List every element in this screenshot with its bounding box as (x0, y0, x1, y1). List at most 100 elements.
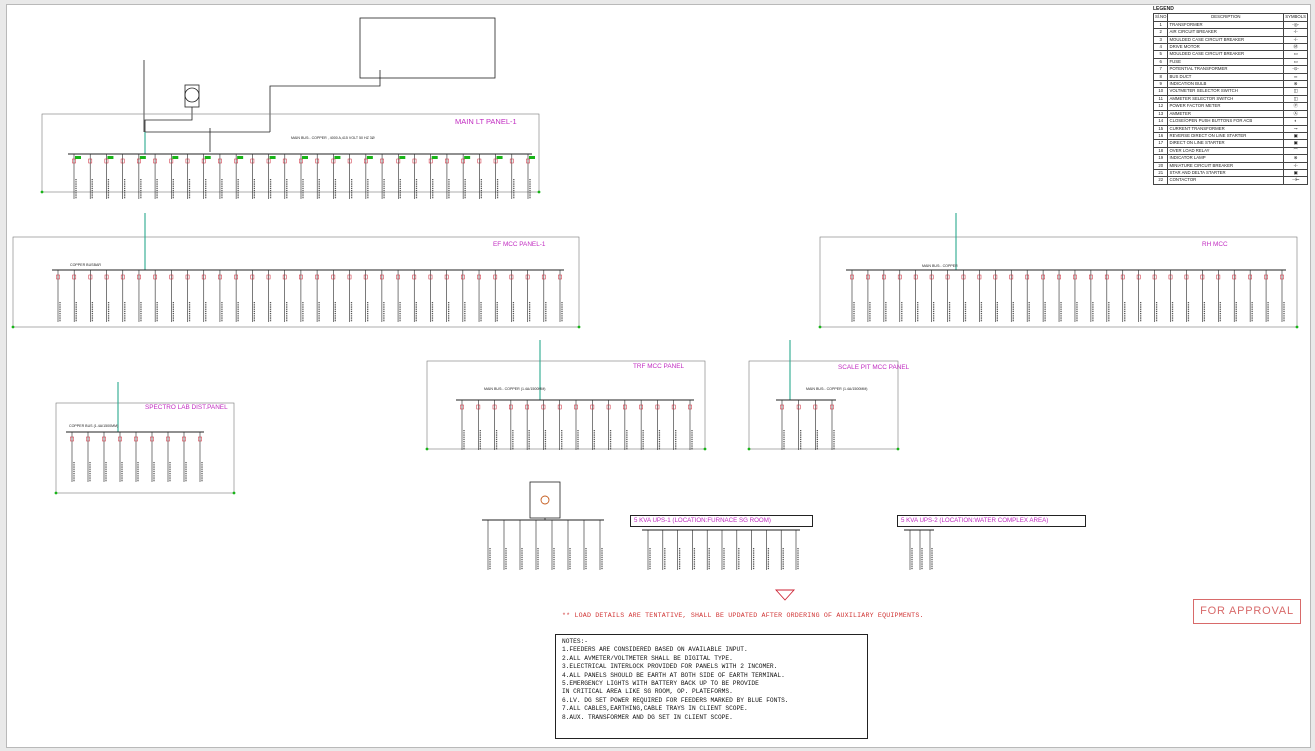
breaker-icon (493, 274, 498, 280)
legend-description: AIR CIRCUIT BREAKER (1167, 28, 1285, 37)
legend-symbol: ◫ (1283, 94, 1308, 104)
breaker-icon (850, 274, 854, 280)
breaker-icon (1073, 274, 1077, 280)
legend-description: DIRECT ON LINE STARTER (1167, 139, 1285, 148)
breaker-icon (557, 404, 562, 410)
breaker-icon (671, 404, 676, 410)
legend-sl-no: 22 (1152, 176, 1169, 185)
legend-description: VOLTMETER SELECTOR SWITCH (1167, 87, 1285, 96)
legend-description: TRANSFORMER (1167, 20, 1285, 30)
breaker-icon (153, 158, 157, 164)
breaker-icon (477, 274, 481, 280)
breaker-icon (266, 274, 271, 280)
note-line: 8.AUX. TRANSFORMER AND DG SET IN CLIENT … (562, 713, 733, 721)
breaker-icon (364, 158, 368, 164)
legend-sl-no: 9 (1152, 80, 1169, 89)
breaker-icon (331, 158, 336, 164)
breaker-icon (250, 274, 255, 280)
breaker-icon (574, 404, 578, 410)
legend-description: INDICATOR LAMP (1167, 154, 1285, 163)
breaker-icon (1248, 274, 1252, 280)
earth-terminal-icon (703, 447, 707, 451)
breaker-icon (1264, 274, 1268, 280)
earth-triangle-icon (774, 589, 796, 601)
panel-title-rh-mcc: RH MCC (1202, 241, 1228, 248)
breaker-icon (1184, 274, 1189, 280)
legend-description: CURRENT TRANSFORMER (1167, 124, 1285, 133)
breaker-icon (1168, 274, 1173, 280)
feeder-tag-icon (172, 156, 179, 159)
breaker-icon (428, 158, 433, 164)
legend-sl-no: 20 (1152, 161, 1169, 170)
feeder-tag-icon (529, 156, 535, 159)
breaker-icon (1216, 274, 1221, 280)
dg-set-box (359, 17, 496, 79)
legend-symbol: Ⓐ (1283, 109, 1308, 119)
breaker-icon (526, 158, 530, 164)
breaker-icon (913, 274, 918, 280)
breaker-icon (282, 158, 287, 164)
legend-symbol: ⊣⊢ (1283, 176, 1308, 185)
feeder-tag-icon (237, 156, 244, 159)
breaker-icon (541, 404, 546, 410)
legend-symbol: ⊗ (1283, 80, 1308, 89)
legend-header: Sl.NO (1152, 13, 1169, 22)
legend-description: STAR AND DELTA STARTER (1167, 168, 1285, 178)
legend-description: OVER LOAD RELAY (1167, 146, 1285, 156)
breaker-icon (88, 158, 93, 164)
breaker-icon (590, 404, 595, 410)
breaker-icon (166, 436, 170, 442)
ef-mcc-bus-label: COPPER BUSBAR (70, 263, 101, 267)
legend-sl-no: 3 (1152, 35, 1169, 45)
legend-description: REVERSE DIRECT ON LINE STARTER (1167, 131, 1285, 141)
legend-description: BUS DUCT (1167, 72, 1285, 82)
earth-terminal-icon (537, 190, 541, 194)
earth-terminal-icon (425, 447, 429, 451)
breaker-icon (266, 158, 271, 164)
breaker-icon (347, 158, 352, 164)
breaker-icon (218, 158, 222, 164)
legend-description: AMMETER SELECTOR SWITCH (1167, 94, 1285, 104)
breaker-icon (102, 436, 106, 442)
ups2-label: 5 KVA UPS-2 (LOCATION:WATER COMPLEX AREA… (901, 517, 1049, 524)
breaker-icon (1041, 274, 1045, 280)
legend-sl-no: 18 (1152, 146, 1169, 156)
breaker-icon (897, 274, 902, 280)
breaker-icon (1200, 274, 1205, 280)
breaker-icon (493, 158, 498, 164)
breaker-icon (185, 274, 190, 280)
legend-description: MOULDED CASE CIRCUIT BREAKER (1167, 35, 1285, 45)
breaker-icon (460, 404, 464, 410)
legend-symbol: ═ (1283, 72, 1308, 82)
breaker-icon (137, 158, 141, 164)
breaker-icon (396, 274, 400, 280)
note-line: 2.ALL AVMETER/VOLTMETER SHALL BE DIGITAL… (562, 654, 733, 662)
note-line: 7.ALL CABLES,EARTHING,CABLE TRAYS IN CLI… (562, 705, 748, 713)
breaker-icon (509, 404, 513, 410)
legend-symbol: -◎- (1283, 20, 1308, 30)
breaker-icon (1089, 274, 1093, 280)
legend-sl-no: 1 (1152, 20, 1169, 30)
breaker-icon (299, 274, 303, 280)
legend-symbol: ◐ (1283, 117, 1308, 126)
legend-symbol: -⊙- (1283, 65, 1308, 74)
note-line: 5.EMERGENCY LIGHTS WITH BATTERY BACK UP … (562, 680, 759, 688)
breaker-icon (866, 274, 870, 280)
breaker-icon (396, 158, 401, 164)
feeder-tag-icon (75, 156, 81, 159)
breaker-icon (525, 404, 529, 410)
breaker-icon (428, 274, 433, 280)
breaker-icon (70, 436, 74, 442)
panel-title-main-lt: MAIN LT PANEL-1 (455, 117, 517, 126)
scale-pit-panel-frame (748, 360, 899, 450)
feeder-tag-icon (302, 156, 308, 159)
breaker-icon (688, 404, 692, 410)
legend-description: INDICATION BULB (1167, 80, 1285, 89)
breaker-icon (460, 274, 465, 280)
